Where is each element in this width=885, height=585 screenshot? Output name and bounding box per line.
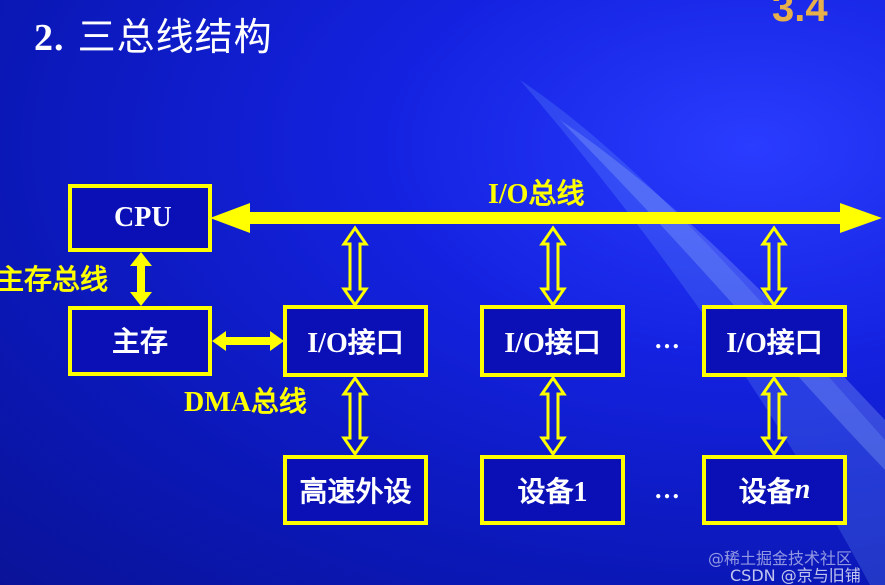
interface1-to-peripheral-arrow — [341, 375, 369, 457]
memory-bus-arrow — [130, 252, 152, 306]
section-number: 3.4 — [772, 0, 828, 30]
cpu-box: CPU — [68, 184, 212, 252]
title-text: 三总线结构 — [77, 15, 273, 59]
io-interface-1-label: I/O接口 — [307, 328, 404, 359]
watermark-csdn: CSDN @京与旧铺 — [730, 566, 861, 585]
io-interface-n-box: I/O接口 — [702, 305, 847, 377]
device-n-label-prefix: 设备 — [738, 477, 795, 508]
devices-ellipsis: … — [654, 475, 680, 504]
high-speed-peripheral-label: 高速外设 — [299, 477, 412, 508]
bus-to-interface1-arrow — [341, 225, 369, 308]
cpu-label: CPU — [114, 202, 172, 233]
bus-to-interface2-arrow — [539, 225, 567, 308]
device-1-label: 设备1 — [517, 477, 588, 508]
interfacen-to-devicen-arrow — [760, 375, 788, 457]
io-interface-1-box: I/O接口 — [283, 305, 428, 377]
interface2-to-device1-arrow — [539, 375, 567, 457]
main-memory-box: 主存 — [68, 306, 212, 376]
io-bus-label: I/O总线 — [488, 179, 585, 210]
io-interface-n-label: I/O接口 — [726, 328, 823, 359]
memory-bus-label: 主存总线 — [0, 265, 109, 296]
main-memory-label: 主存 — [111, 327, 168, 358]
page-title: 2. 三总线结构 — [34, 6, 273, 61]
dma-bus-label: DMA总线 — [184, 387, 307, 418]
high-speed-peripheral-box: 高速外设 — [283, 455, 428, 525]
device-n-label-suffix: n — [794, 474, 811, 505]
dma-bus-arrow — [212, 331, 284, 351]
io-bus-arrow — [210, 203, 882, 233]
device-1-box: 设备1 — [480, 455, 625, 525]
watermark-juejin: @稀土掘金技术社区 — [708, 549, 853, 568]
title-number: 2. — [34, 17, 65, 59]
interfaces-ellipsis: … — [654, 325, 680, 354]
bus-to-interfacen-arrow — [760, 225, 788, 308]
io-interface-2-label: I/O接口 — [504, 328, 601, 359]
io-interface-2-box: I/O接口 — [480, 305, 625, 377]
